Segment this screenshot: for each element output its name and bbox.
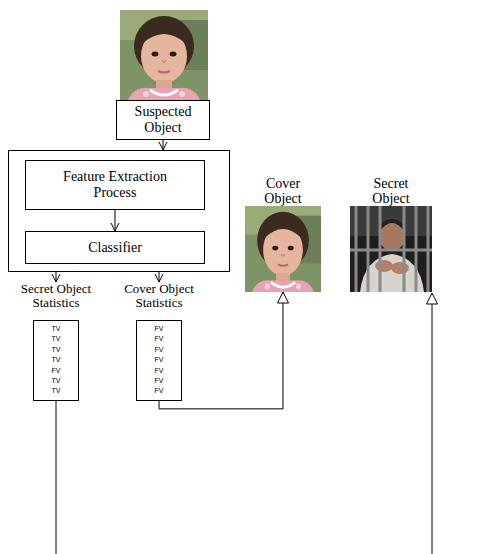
value-cell: TV xyxy=(34,334,78,344)
cover-photo xyxy=(245,206,321,292)
value-column: FVFVFVFVFVFVFV xyxy=(136,320,182,401)
value-cell: FV xyxy=(137,345,181,355)
flow-arrow xyxy=(115,210,116,231)
image-object: Cover Object xyxy=(238,176,328,292)
secret-photo xyxy=(350,206,432,292)
list-heading: Cover Object Statistics xyxy=(108,282,210,310)
analyzer-box: Feature Extraction ProcessClassifier xyxy=(8,150,230,272)
image-object: Secret Object xyxy=(346,176,436,292)
input-box: Suspected Object xyxy=(116,100,210,140)
image-heading: Secret Object xyxy=(363,176,419,206)
value-cell: FV xyxy=(137,366,181,376)
secret-feed-line xyxy=(427,293,438,554)
value-column: TVTVTVTVFVTVTV xyxy=(33,320,79,401)
value-cell: TV xyxy=(34,376,78,386)
value-cell: FV xyxy=(137,376,181,386)
value-cell: TV xyxy=(34,355,78,365)
image-heading: Cover Object xyxy=(255,176,311,206)
value-cell: FV xyxy=(137,324,181,334)
flow-arrow xyxy=(56,272,57,282)
flow-arrow xyxy=(159,272,160,282)
box-label: Classifier xyxy=(88,240,142,256)
flow-arrow xyxy=(163,140,164,150)
process-box: Feature Extraction Process xyxy=(25,160,205,210)
list-heading: Secret Object Statistics xyxy=(5,282,107,310)
value-cell: TV xyxy=(34,324,78,334)
value-cell: FV xyxy=(137,334,181,344)
statistics-list: Cover Object StatisticsFVFVFVFVFVFVFV xyxy=(108,282,210,401)
value-cell: TV xyxy=(34,345,78,355)
continuation-line xyxy=(56,401,57,554)
box-label: Suspected Object xyxy=(123,104,203,136)
value-cell: FV xyxy=(34,366,78,376)
statistics-list: Secret Object StatisticsTVTVTVTVFVTVTV xyxy=(5,282,107,401)
process-box: Classifier xyxy=(25,231,205,264)
value-cell: FV xyxy=(137,355,181,365)
value-cell: FV xyxy=(137,386,181,396)
value-cell: TV xyxy=(34,386,78,396)
box-label: Feature Extraction Process xyxy=(50,169,180,201)
suspected-photo xyxy=(120,10,208,100)
